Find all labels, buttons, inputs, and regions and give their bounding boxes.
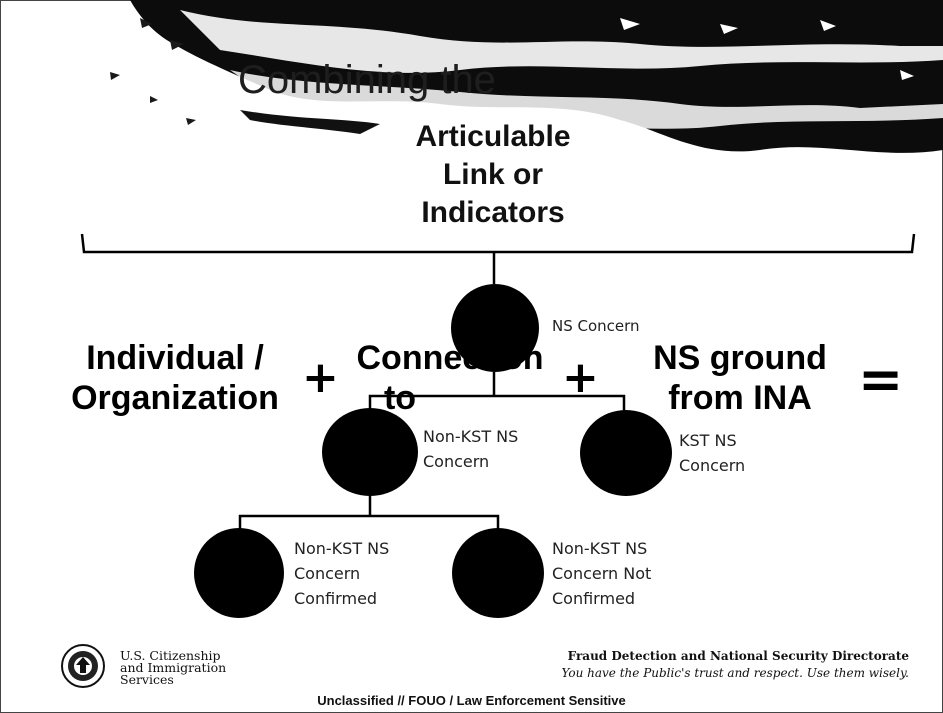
directorate-name: Fraud Detection and National Security Di… <box>567 649 909 663</box>
slide-title: Combining the <box>238 58 496 102</box>
left-to-leaves <box>238 494 500 530</box>
node-label-non-kst: Non-KST NS Concern <box>423 427 519 471</box>
directorate-motto: You have the Public's trust and respect.… <box>561 666 910 680</box>
plus-sign-2: + <box>562 352 599 403</box>
term-ns-ground: NS ground from INA <box>630 338 850 418</box>
node-label-kst: KST NS Concern <box>679 431 746 475</box>
plus-sign-1: + <box>302 352 339 403</box>
node-circle-kst <box>580 410 672 496</box>
term3-line-2: from INA <box>668 379 812 417</box>
articulable-line-1: Articulable <box>415 120 571 153</box>
articulable-link-heading: Articulable Link or Indicators <box>340 118 646 232</box>
node-label-non-kst-not-confirmed: Non-KST NS Concern Not Confirmed <box>552 539 652 608</box>
term1-line-1: Individual / <box>86 339 264 377</box>
node-label-non-kst-confirmed: Non-KST NS Concern Confirmed <box>294 539 390 608</box>
node-label-ns-concern: NS Concern <box>552 317 640 335</box>
equals-sign: = <box>858 348 904 411</box>
root-to-children <box>368 372 626 412</box>
articulable-line-3: Indicators <box>421 196 565 229</box>
term1-line-2: Organization <box>71 379 279 417</box>
term-individual-organization: Individual / Organization <box>50 338 300 418</box>
term2-line-2: to <box>383 379 417 417</box>
term3-line-1: NS ground <box>653 339 827 377</box>
classification-marking: Unclassified // FOUO / Law Enforcement S… <box>317 693 626 708</box>
uscis-org-name: U.S. Citizenship and Immigration Service… <box>120 648 227 687</box>
node-circle-non-kst-confirmed <box>194 528 284 618</box>
node-circle-ns-concern <box>451 284 539 372</box>
node-circle-non-kst-not-confirmed <box>452 528 544 618</box>
articulable-bracket <box>80 233 916 254</box>
dhs-seal-icon <box>61 644 105 688</box>
articulable-line-2: Link or <box>442 158 543 191</box>
flag-banner-graphic <box>110 0 943 153</box>
directorate-block: Fraud Detection and National Security Di… <box>562 648 910 682</box>
node-circle-non-kst <box>322 408 418 496</box>
